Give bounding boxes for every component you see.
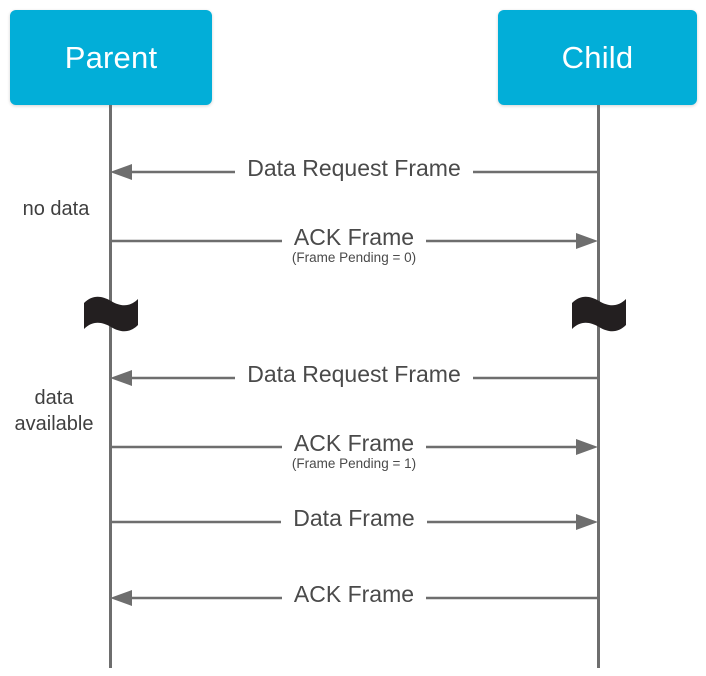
note-data-available: data available	[14, 387, 94, 436]
actor-label-child: Child	[561, 40, 634, 75]
actor-box-parent[interactable]: Parent	[10, 10, 212, 105]
arrow-left-to-right	[110, 233, 598, 249]
time-gap-break-icon	[570, 292, 628, 336]
time-gap-break-icon	[82, 292, 140, 336]
arrow-left-to-right	[110, 514, 598, 530]
note-no-data: no data	[22, 198, 90, 220]
arrow-right-to-left	[110, 590, 598, 606]
lifeline-parent	[109, 105, 112, 668]
arrow-right-to-left	[110, 164, 598, 180]
lifeline-child	[597, 105, 600, 668]
arrow-left-to-right	[110, 439, 598, 455]
arrow-right-to-left	[110, 370, 598, 386]
actor-box-child[interactable]: Child	[498, 10, 697, 105]
actor-label-parent: Parent	[64, 40, 158, 75]
message-sublabel: (Frame Pending = 1)	[291, 456, 417, 471]
message-sublabel: (Frame Pending = 0)	[291, 250, 417, 265]
